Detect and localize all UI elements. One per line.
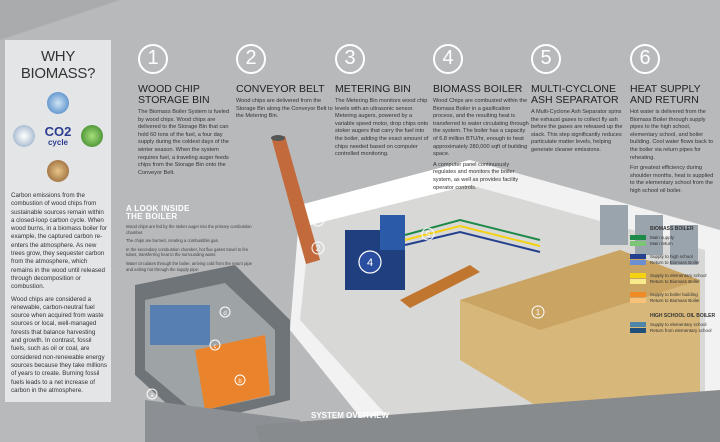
callout-b: b	[238, 379, 242, 385]
co2-label: CO2	[44, 124, 72, 139]
legend-item: Return to Biomass Boiler	[630, 278, 720, 284]
step-body: The Biomass Boiler System is fueled by w…	[138, 109, 230, 176]
step-body: Wood Chips are combusted within the Biom…	[433, 98, 529, 158]
windows	[600, 205, 698, 265]
step-number-1: 1	[138, 44, 168, 74]
corner-shade	[0, 0, 120, 40]
step-number-6: 6	[630, 44, 660, 74]
legend-label: Main return	[650, 240, 673, 246]
callout-5: 5	[426, 230, 431, 239]
legend-label: Supply to high school	[650, 253, 693, 259]
legend-item: Return to Biomass Boiler	[630, 297, 720, 303]
legend-swatch	[630, 297, 646, 303]
legend-label: Supply to boiler building	[650, 291, 698, 297]
look-inside-boiler: A LOOK INSIDE THE BOILER Wood chips are …	[126, 205, 256, 272]
cycle-label: cycle	[47, 138, 69, 147]
step-title: MULTI-CYCLONE ASH SEPARATOR	[531, 83, 619, 106]
callout-d: d	[223, 311, 226, 317]
callout-2: 2	[316, 244, 321, 253]
why-biomass-paragraph-1: Carbon emissions from the combustion of …	[11, 192, 107, 291]
why-biomass-title: WHY BIOMASS?	[20, 48, 96, 82]
legend-label: Return from elementary school	[650, 327, 712, 333]
legend-swatch	[630, 327, 646, 333]
legend-item: Return to Biomass Boiler	[630, 259, 720, 265]
legend-swatch	[630, 321, 646, 327]
legend-item: Main return	[630, 240, 720, 246]
legend-label: Supply to elementary school	[650, 321, 707, 327]
callout-a: a	[150, 393, 154, 399]
step-body: The Metering Bin monitors wood chip leve…	[335, 98, 429, 158]
look-item-b: The chips are burned, creating a combust…	[126, 238, 219, 244]
step-title: HEAT SUPPLY AND RETURN	[630, 83, 701, 106]
step-body: Hot water is delivered from the Biomass …	[630, 109, 714, 161]
tree-image	[81, 125, 103, 147]
step-title: CONVEYOR BELT	[236, 83, 325, 95]
why-biomass-paragraph-2: Wood chips are considered a renewable, c…	[11, 295, 107, 394]
legend-swatch	[630, 291, 646, 297]
step-number-4: 4	[433, 44, 463, 74]
legend-swatch	[630, 240, 646, 246]
smokestack-image	[13, 125, 35, 147]
look-item-c: In the secondary combustion chamber, hot…	[126, 246, 249, 258]
legend-oil-title: HIGH SCHOOL OIL BOILER	[650, 313, 716, 319]
legend-label: Return to Biomass Boiler	[650, 278, 700, 284]
legend-label: Main supply	[650, 234, 675, 240]
look-title-2: THE BOILER	[126, 212, 178, 221]
legend-label: Return to Biomass Boiler	[650, 297, 700, 303]
step-body-2: For greatest efficiency during shoulder …	[630, 165, 714, 194]
step-number-2: 2	[236, 44, 266, 74]
system-overview-label: SYSTEM OVERVIEW	[311, 411, 390, 420]
legend-swatch	[630, 253, 646, 259]
step-title: WOOD CHIP STORAGE BIN	[138, 83, 210, 106]
legend-item: Supply to high school	[630, 253, 720, 259]
step-title: METERING BIN	[335, 83, 411, 95]
callout-1: 1	[536, 308, 541, 317]
legend-item: Supply to boiler building	[630, 291, 720, 297]
callout-c: c	[214, 344, 217, 350]
ground-band	[255, 390, 720, 442]
legend-swatch	[630, 234, 646, 240]
legend-label: Supply to elementary school	[650, 272, 707, 278]
callout-3: 3	[316, 216, 321, 225]
legend-swatch	[630, 259, 646, 265]
pipe-elementary	[404, 224, 541, 247]
legend-biomass-title: BIOMASS BOILER	[650, 226, 694, 232]
step-body-2: A computer panel continuously regulates …	[433, 161, 519, 191]
wood-chips-image	[47, 160, 69, 182]
legend-item: Return from elementary school	[630, 327, 720, 333]
look-item-d: Water circulates through the boiler, arr…	[126, 260, 252, 272]
look-title-1: A LOOK INSIDE	[126, 204, 190, 213]
legend-item: Main supply	[630, 234, 720, 240]
exhaust-stack	[272, 136, 320, 264]
legend-swatch	[630, 278, 646, 284]
pipe-high-school	[404, 230, 541, 253]
sky-image	[47, 92, 69, 114]
step-body: Wood chips are delivered from the Storag…	[236, 98, 333, 120]
conveyor-belt	[400, 265, 480, 308]
svg-text:4: 4	[367, 257, 373, 269]
look-item-a: Wood chips are fed by the stoker auger i…	[126, 224, 252, 235]
legend-label: Return to Biomass Boiler	[650, 259, 700, 265]
step-number-5: 5	[531, 44, 561, 74]
legend-item: Supply to elementary school	[630, 321, 720, 327]
step-title: BIOMASS BOILER	[433, 83, 523, 95]
step-number-3: 3	[335, 44, 365, 74]
legend-swatch	[630, 272, 646, 278]
legend-item: Supply to elementary school	[630, 272, 720, 278]
step-body: A Multi-Cyclone Ash Separator spins the …	[531, 109, 623, 153]
